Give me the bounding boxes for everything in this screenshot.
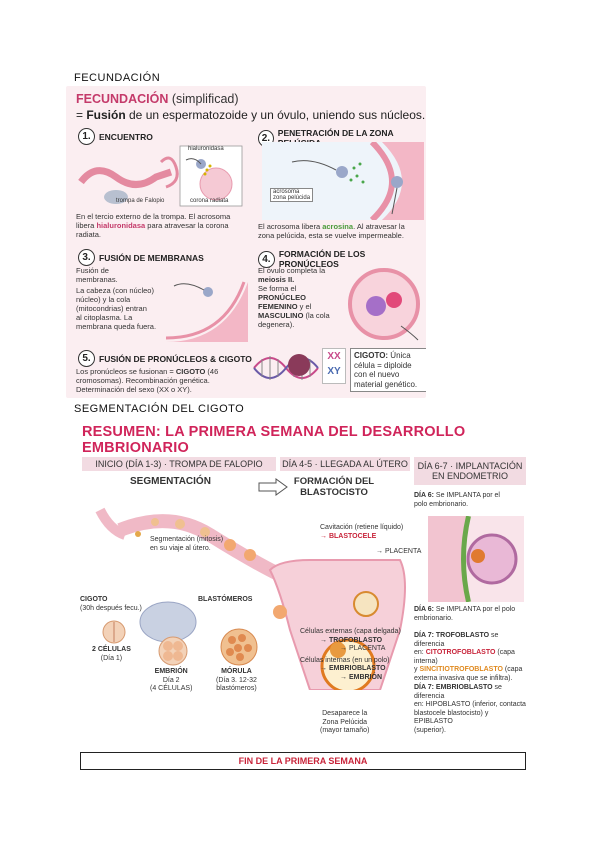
segmentation-note: Segmentación (mitosis)en su viaje al úte… (150, 536, 224, 552)
step-2-caption: El acrosoma libera acrosina. Al atravesa… (258, 222, 405, 240)
step-1-caption: En el tercio externo de la trompa. El ac… (76, 212, 231, 239)
note-day6-top: DÍA 6: Se IMPLANTA por el polo embrionar… (414, 492, 500, 508)
label-celulas-externas: Células externas (capa delgada) → TROFOB… (300, 628, 401, 681)
label-corona: corona radiata (190, 198, 229, 204)
label-hialuronidasa: hialuronidasa (188, 146, 224, 152)
morula-icon (220, 628, 258, 666)
step-1-header: 1.ENCUENTRO (78, 128, 153, 145)
label-segmentacion: SEGMENTACIÓN (130, 476, 211, 487)
column-header-1: INICIO (DÍA 1-3) · TROMPA DE FALOPIO (82, 457, 276, 471)
label-dos-celulas: 2 CÉLULAS(Día 1) (92, 646, 131, 662)
note-day6-bottom: DÍA 6: Se IMPLANTA por el polo embrionar… (414, 606, 516, 622)
fertilization-title: FECUNDACIÓN (simplificad) (76, 92, 239, 106)
label-cavitacion: Cavitación (retiene líquido) → BLASTOCEL… (320, 524, 404, 540)
step-3-illustration (166, 281, 248, 342)
zygote-definition-box: CIGOTO: Única célula = diploide con el n… (350, 348, 426, 392)
step-2-illustration (262, 142, 424, 220)
step-4-caption: El óvulo completa la meiosis II. Se form… (258, 266, 330, 329)
column-header-2: DÍA 4-5 · LLEGADA AL ÚTERO (280, 457, 410, 471)
heading-fecundacion: FECUNDACIÓN (74, 72, 161, 84)
step-5-caption: Los pronúcleos se fusionan = CIGOTO (46 … (76, 367, 219, 394)
step-4-illustration (348, 268, 420, 341)
step-5-header: 5.FUSIÓN DE PRONÚCLEOS & CIGOTO (78, 350, 252, 367)
summary-title: RESUMEN: LA PRIMERA SEMANA DEL DESARROLL… (82, 424, 466, 456)
arrow-right-icon (258, 478, 288, 496)
two-cells-icon (102, 620, 126, 644)
four-cells-icon (158, 636, 188, 666)
zygote-dot-icon (288, 354, 310, 376)
uterus-illustration (95, 507, 406, 690)
step-1-illustration (78, 145, 243, 207)
implantation-illustration (428, 516, 524, 602)
dna-illustration (253, 356, 319, 380)
step-3-header: 3.FUSIÓN DE MEMBRANAS (78, 249, 204, 266)
footer-fin-semana: FIN DE LA PRIMERA SEMANA (80, 752, 526, 770)
label-cigoto: CIGOTO(30h después fecu.) (80, 596, 142, 612)
step-4-header: 4.FORMACIÓN DE LOS PRONÚCLEOS (258, 249, 426, 269)
label-acrosoma: acrosoma zona pelúcida (270, 188, 314, 202)
sex-chromosomes-box: XX XY (322, 348, 346, 384)
label-placenta-1: → PLACENTA (376, 548, 422, 555)
fertilization-panel: FECUNDACIÓN (simplificad) = Fusión de un… (66, 86, 426, 398)
fertilization-definition: = Fusión de un espermatozoide y un óvulo… (76, 108, 426, 122)
note-day7-embrioblasto: DÍA 7: EMBRIOBLASTO se diferencia en: HI… (414, 684, 526, 734)
label-blastomeros: BLASTÓMEROS (198, 596, 253, 603)
note-day7-trofoblasto: DÍA 7: TROFOBLASTO se diferencia en: CIT… (414, 632, 523, 682)
heading-segmentacion: SEGMENTACIÓN DEL CIGOTO (74, 403, 245, 415)
label-trompa: trompa de Falopio (116, 198, 165, 204)
summary-panel: RESUMEN: LA PRIMERA SEMANA DEL DESARROLL… (80, 420, 526, 772)
step-3-caption: Fusión de membranas. La cabeza (con núcl… (76, 266, 157, 331)
